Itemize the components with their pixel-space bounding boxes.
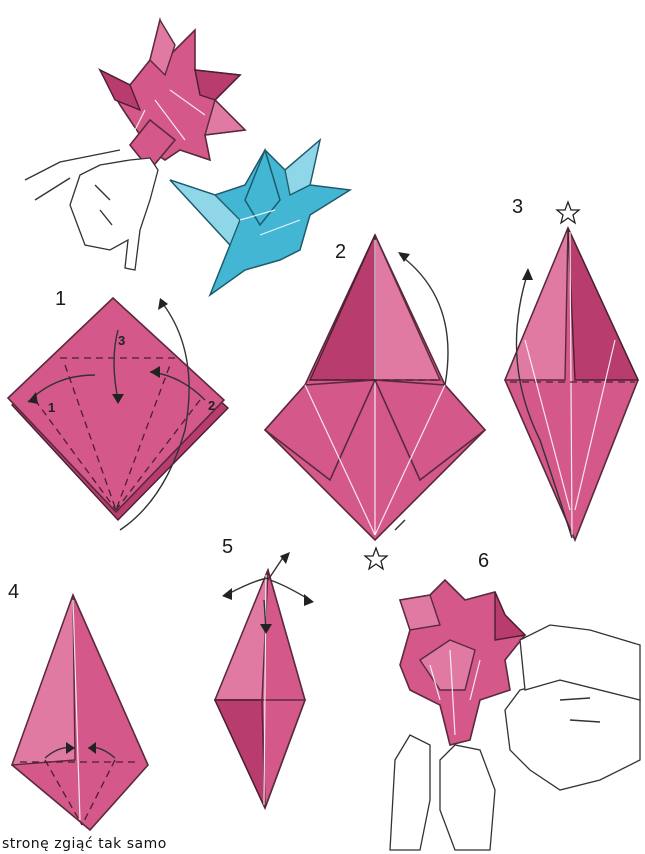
step-number-4: 4 bbox=[8, 581, 19, 603]
step-2: 2 bbox=[265, 235, 485, 569]
step-number-5: 5 bbox=[222, 536, 233, 558]
fold-number-2: 2 bbox=[208, 398, 215, 413]
step-number-2: 2 bbox=[335, 241, 346, 263]
step-1: 1 3 1 2 bbox=[8, 288, 228, 530]
step-number-6: 6 bbox=[478, 550, 489, 572]
blue-lily-finished bbox=[170, 140, 350, 295]
hand-icon bbox=[25, 150, 158, 270]
step-4: 4 bbox=[8, 581, 148, 830]
step-3: 3 bbox=[505, 196, 638, 540]
star-icon bbox=[365, 548, 387, 569]
pink-lily-finished bbox=[100, 20, 245, 170]
step-5: 5 bbox=[215, 536, 314, 808]
fold-number-3: 3 bbox=[118, 333, 125, 348]
fold-number-1: 1 bbox=[48, 400, 55, 415]
step-number-1: 1 bbox=[55, 288, 66, 310]
step-number-3: 3 bbox=[512, 196, 523, 218]
step-6: 6 bbox=[390, 550, 640, 850]
caption-text: stronę zgiąć tak samo bbox=[2, 836, 167, 852]
star-icon bbox=[557, 202, 579, 223]
